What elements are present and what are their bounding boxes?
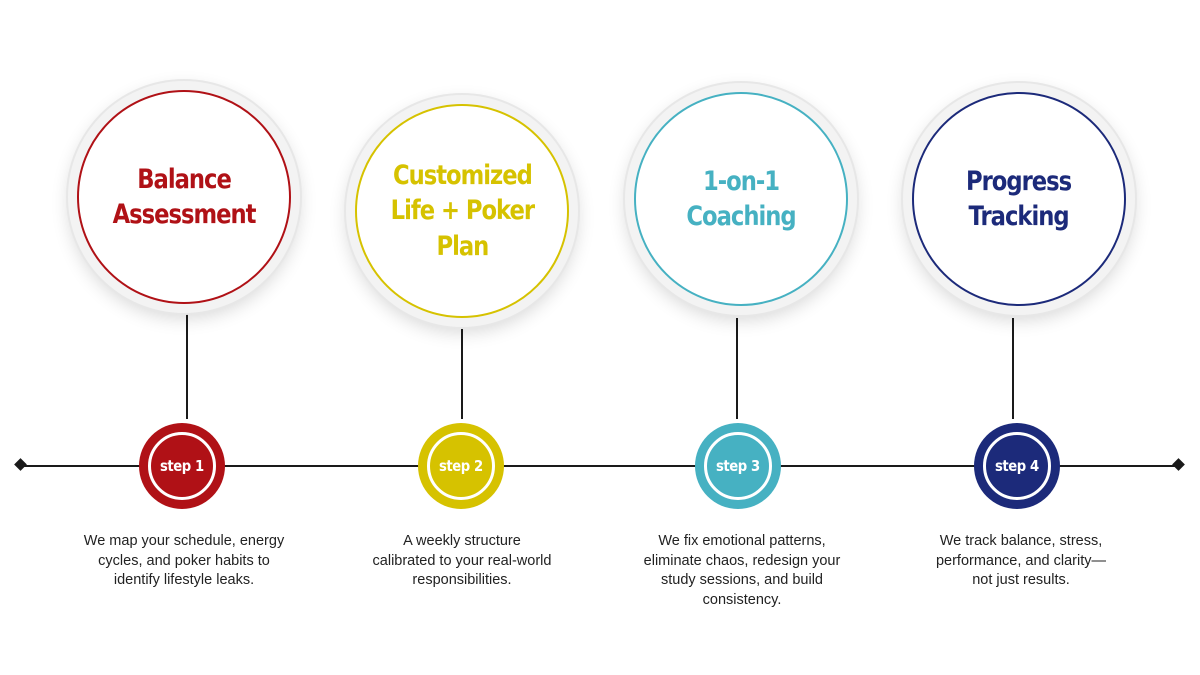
step-1-title: Balance Assessment — [112, 162, 257, 232]
step-2-title-line: Life + Poker — [390, 195, 534, 227]
timeline-line — [20, 465, 1180, 467]
step-1-description: We map your schedule, energy cycles, and… — [54, 532, 314, 591]
step-3-description-line: We fix emotional patterns, — [658, 533, 826, 549]
step-3-title: 1-on-1 Coaching — [686, 164, 796, 234]
step-2-title-line: Customized — [392, 160, 533, 192]
step-3-title-line: 1-on-1 — [702, 165, 780, 197]
step-1-description-line: cycles, and poker habits to — [98, 552, 270, 569]
step-1-title-line: Balance — [137, 163, 232, 195]
step-4-description-line: performance, and clarity— — [935, 552, 1107, 569]
step-4-description-line: We track balance, stress, — [939, 533, 1103, 549]
step-4-description: We track balance, stress, performance, a… — [891, 532, 1151, 591]
connector-step-1 — [186, 304, 188, 419]
step-3-title-line: Coaching — [686, 201, 796, 232]
step-1-title-circle: Balance Assessment — [77, 90, 291, 304]
step-2-description-line: responsibilities. — [412, 572, 512, 588]
step-1-marker: step 1 — [139, 423, 225, 509]
step-2-description: A weekly structure calibrated to your re… — [332, 532, 592, 591]
timeline-end-diamond-icon — [1172, 458, 1185, 471]
step-1-label: step 1 — [160, 457, 204, 475]
step-1-description-line: We map your schedule, energy — [83, 533, 285, 549]
step-3-description: We fix emotional patterns, eliminate cha… — [612, 532, 872, 610]
step-4-title: Progress Tracking — [966, 164, 1072, 234]
step-4-title-line: Tracking — [968, 201, 1070, 232]
step-3-description-line: consistency. — [702, 591, 782, 608]
step-3-marker-inner: step 3 — [704, 432, 772, 500]
step-2-title-circle: Customized Life + Poker Plan — [355, 104, 569, 318]
step-1-title-line: Assessment — [112, 199, 257, 230]
connector-step-3 — [736, 318, 738, 419]
step-3-label: step 3 — [716, 457, 760, 475]
connector-step-4 — [1012, 318, 1014, 419]
step-2-marker: step 2 — [418, 423, 504, 509]
step-1-marker-inner: step 1 — [148, 432, 216, 500]
step-3-title-circle: 1-on-1 Coaching — [634, 92, 848, 306]
step-3-description-line: study sessions, and build — [660, 572, 823, 588]
step-2-marker-inner: step 2 — [427, 432, 495, 500]
step-3-description-line: eliminate chaos, redesign your — [643, 552, 841, 569]
step-4-marker: step 4 — [974, 423, 1060, 509]
step-4-marker-inner: step 4 — [983, 432, 1051, 500]
step-1-description-line: identify lifestyle leaks. — [113, 572, 255, 588]
connector-step-2 — [461, 318, 463, 419]
step-2-description-line: A weekly structure — [403, 533, 521, 549]
step-2-description-line: calibrated to your real-world — [372, 552, 552, 569]
step-2-label: step 2 — [439, 457, 483, 475]
step-4-label: step 4 — [995, 457, 1039, 475]
step-4-title-circle: Progress Tracking — [912, 92, 1126, 306]
step-4-description-line: not just results. — [972, 572, 1070, 588]
step-4-title-line: Progress — [966, 165, 1072, 197]
step-3-marker: step 3 — [695, 423, 781, 509]
timeline-start-diamond-icon — [14, 458, 27, 471]
step-2-title: Customized Life + Poker Plan — [390, 158, 534, 263]
step-2-title-line: Plan — [436, 230, 489, 262]
